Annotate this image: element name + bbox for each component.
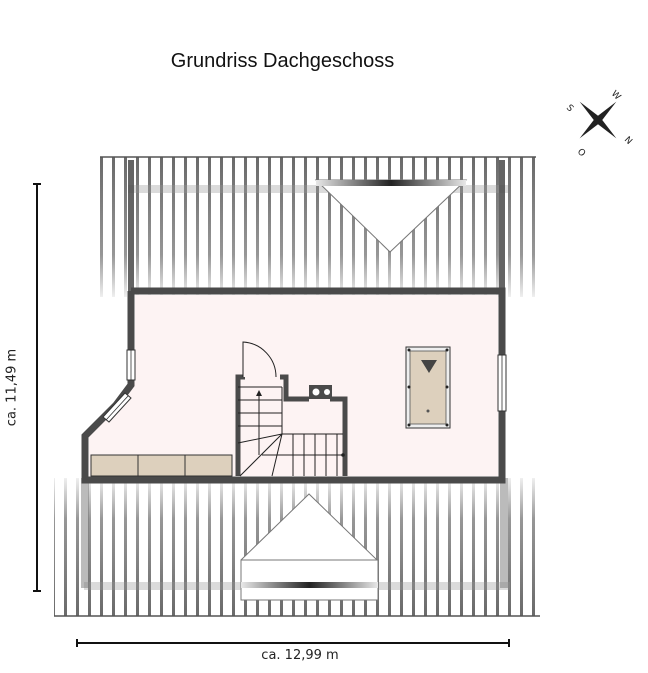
window-diagonal <box>102 392 132 423</box>
compass-icon <box>579 101 617 139</box>
dormer-south <box>240 493 379 601</box>
walls <box>81 287 506 484</box>
window-east <box>497 354 507 412</box>
width-dimension-label: ca. 12,99 m <box>261 648 339 663</box>
roof-north <box>100 156 536 297</box>
compass-o: O <box>575 147 587 159</box>
dormer-north <box>314 179 468 253</box>
dimension-horizontal <box>76 639 510 647</box>
plan-title: Grundriss Dachgeschoss <box>170 50 395 72</box>
staircase <box>235 341 348 477</box>
room-floor <box>89 295 498 476</box>
compass-n: N <box>622 135 634 147</box>
billiard-table <box>405 346 451 429</box>
compass-w: W <box>609 89 622 102</box>
height-dimension-label: ca. 11,49 m <box>4 348 20 427</box>
dimension-vertical <box>33 183 41 592</box>
window-west <box>126 349 136 381</box>
roof-south <box>54 478 540 617</box>
storage-cabinets <box>90 454 233 477</box>
compass-s: S <box>564 103 575 114</box>
